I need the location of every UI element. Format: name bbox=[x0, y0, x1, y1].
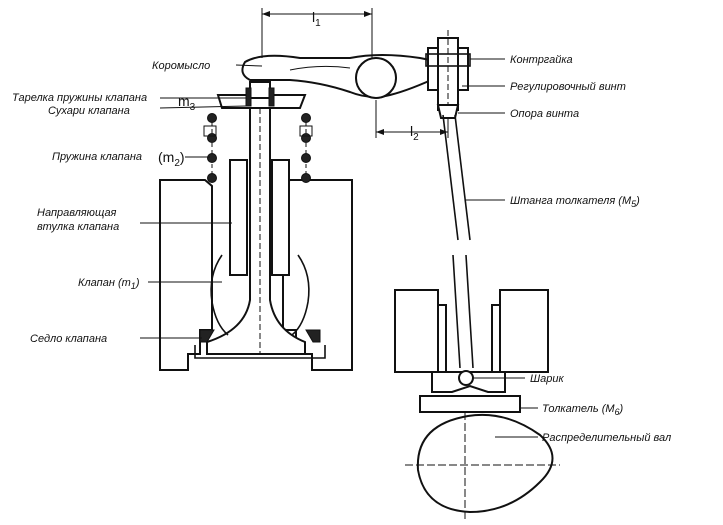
label-locknut: Контргайка bbox=[510, 54, 573, 66]
label-l1: l1 bbox=[312, 9, 321, 29]
label-keepers: Сухари клапана bbox=[48, 105, 130, 117]
label-ball: Шарик bbox=[530, 373, 564, 385]
valve-guide bbox=[229, 159, 290, 276]
label-spring-plate: Тарелка пружины клапана bbox=[12, 92, 147, 104]
valve-spring bbox=[203, 113, 313, 183]
leader-lines bbox=[140, 58, 538, 438]
label-valve: Клапан (m1) bbox=[78, 277, 140, 291]
tappet-block bbox=[394, 289, 549, 373]
label-spring: Пружина клапана bbox=[52, 151, 142, 163]
label-tappet: Толкатель (M6) bbox=[542, 403, 624, 417]
label-m2: (m2) bbox=[158, 149, 185, 169]
label-camshaft: Распределительный вал bbox=[542, 432, 671, 444]
pushrod bbox=[442, 114, 474, 369]
label-guide-2: втулка клапана bbox=[37, 221, 119, 233]
valve bbox=[206, 90, 310, 355]
label-adj-screw: Регулировочный винт bbox=[510, 81, 626, 93]
label-seat: Седло клапана bbox=[30, 333, 107, 345]
tappet bbox=[419, 370, 521, 413]
label-l2: l2 bbox=[410, 123, 419, 143]
label-screw-support: Опора винта bbox=[510, 108, 579, 120]
spring-retainer bbox=[216, 81, 307, 109]
cylinder-head bbox=[159, 179, 353, 371]
dimension-l1 bbox=[261, 8, 373, 58]
label-pushrod: Штанга толкателя (M5) bbox=[510, 195, 640, 209]
rocker-arm bbox=[241, 54, 441, 99]
adjusting-screw bbox=[425, 30, 471, 119]
label-guide-1: Направляющая bbox=[37, 207, 117, 219]
dimension-l2 bbox=[375, 100, 449, 138]
label-rocker: Коромысло bbox=[152, 60, 210, 72]
camshaft bbox=[405, 412, 560, 520]
label-m3: m3 bbox=[178, 93, 196, 113]
